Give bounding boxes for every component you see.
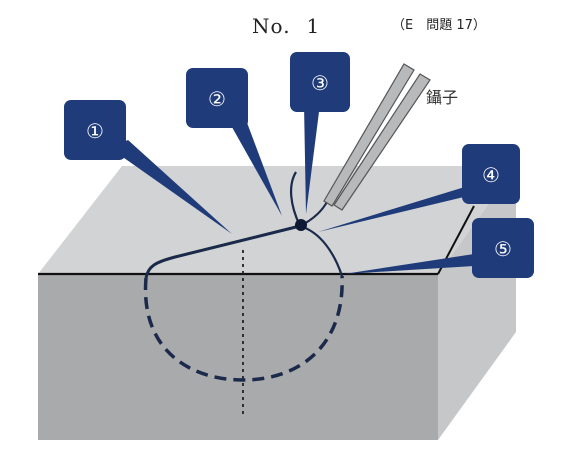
callout-1-label: ① bbox=[86, 119, 104, 143]
buried-suture-path bbox=[143, 275, 344, 382]
callout-5-label: ⑤ bbox=[494, 237, 512, 261]
callout-2: ② bbox=[186, 68, 282, 216]
forceps-label: 鑷子 bbox=[426, 88, 458, 107]
callout-2-label: ② bbox=[208, 87, 226, 111]
block-front-face bbox=[38, 274, 438, 440]
suture-knot bbox=[295, 219, 307, 231]
callout-4: ④ bbox=[318, 144, 520, 232]
title-prefix: No. bbox=[252, 14, 291, 38]
block-top-face bbox=[38, 166, 516, 274]
title-number: 1 bbox=[306, 14, 321, 38]
page-subtitle: （E 問題 17） bbox=[392, 18, 486, 33]
callout-1: ① bbox=[64, 100, 232, 234]
forceps-icon bbox=[323, 63, 431, 211]
callout-3-label: ③ bbox=[311, 71, 329, 95]
callout-5: ⑤ bbox=[344, 218, 534, 278]
callout-3: ③ bbox=[290, 52, 350, 214]
page-title: No. 1 bbox=[252, 14, 320, 38]
callout-4-label: ④ bbox=[482, 163, 500, 187]
suture-thread-top bbox=[144, 224, 301, 279]
